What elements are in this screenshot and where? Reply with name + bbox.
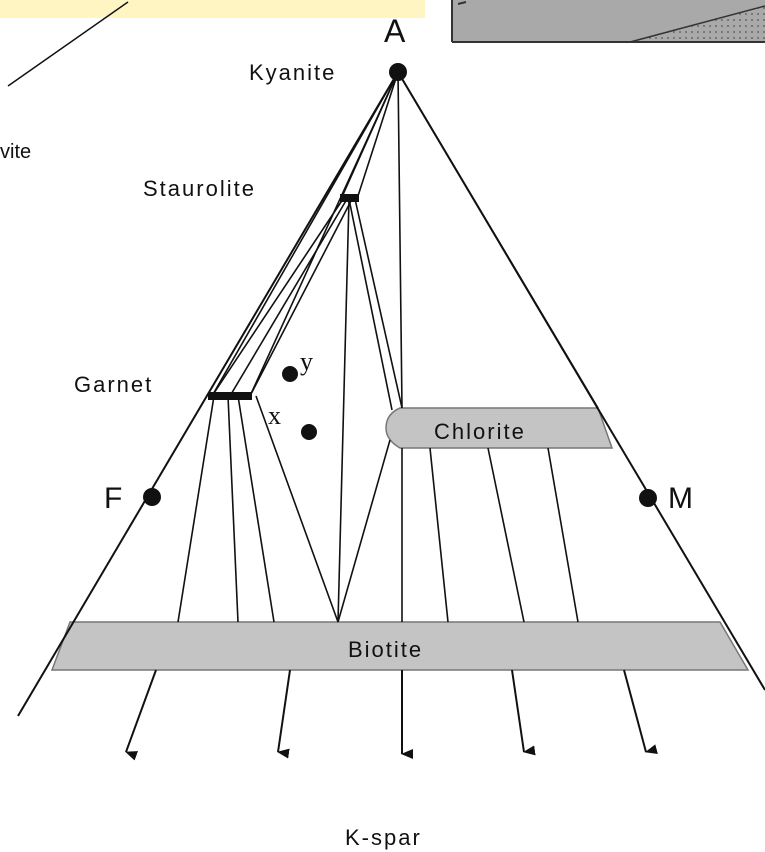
k-spar-arrows [126, 670, 646, 754]
garnet-staurolite-tie-lines [212, 199, 352, 396]
garnet-bar [208, 392, 252, 400]
staurolite-bar [340, 194, 359, 202]
chlorite-label: Chlorite [434, 419, 526, 444]
k-spar-label: K-spar [345, 825, 422, 850]
staurolite-label: Staurolite [143, 176, 256, 201]
point-y-label: y [300, 347, 313, 376]
biotite-label: Biotite [348, 637, 423, 662]
note-box-fragment [0, 0, 425, 18]
point-x-label: x [268, 401, 281, 430]
chlorite-biotite-tie-lines [338, 440, 578, 622]
muscovite-label-fragment: vite [0, 141, 31, 163]
staurolite-tie-lines [338, 199, 402, 622]
kyanite-label: Kyanite [249, 60, 336, 85]
point-x [301, 424, 317, 440]
point-y [282, 366, 298, 382]
point-m-label: M [668, 482, 693, 515]
point-f [143, 488, 161, 506]
garnet-label: Garnet [74, 372, 153, 397]
point-f-label: F [104, 482, 122, 515]
inset-image-fragment [452, 0, 765, 42]
kyanite-point [389, 63, 407, 81]
point-m [639, 489, 657, 507]
apex-label: A [384, 13, 406, 49]
